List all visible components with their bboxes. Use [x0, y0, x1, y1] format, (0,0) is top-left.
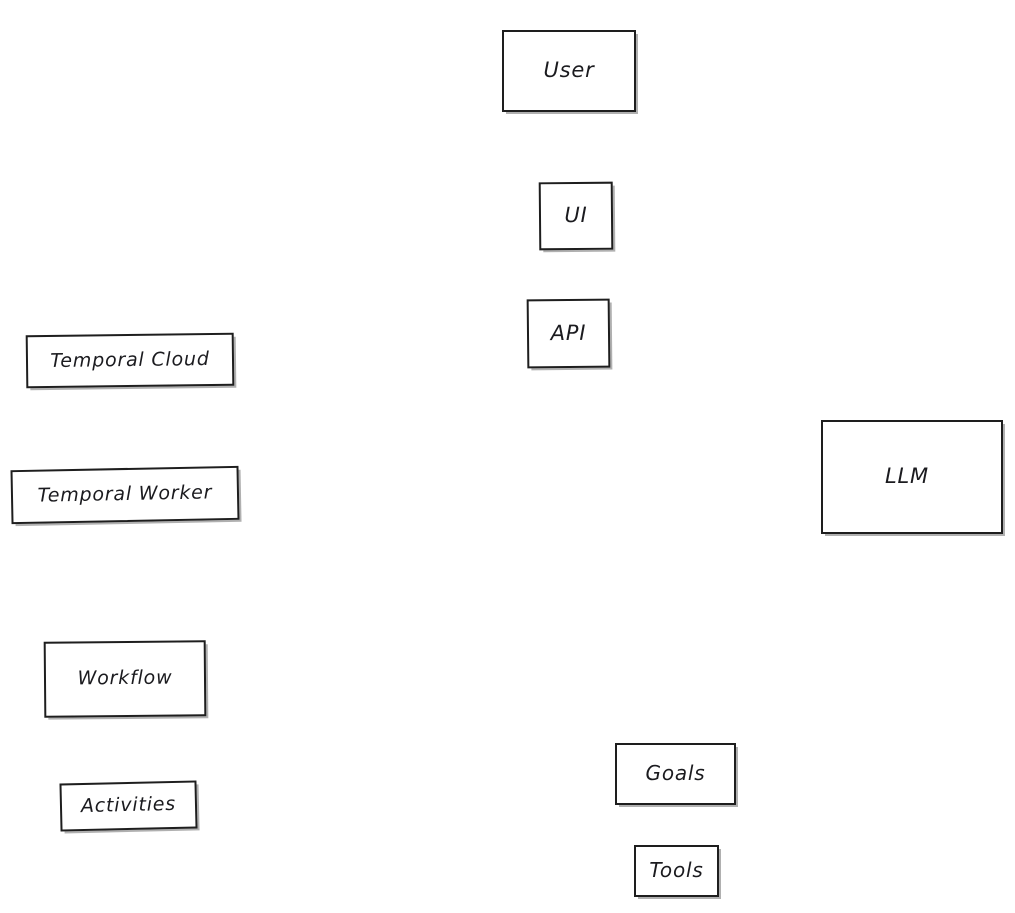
node-label: Temporal Worker	[37, 481, 213, 507]
node-label: Temporal Cloud	[50, 347, 210, 372]
diagram-node-workflow[interactable]: Workflow	[43, 640, 207, 718]
diagram-node-activities[interactable]: Activities	[59, 780, 198, 832]
node-label: API	[550, 320, 587, 345]
node-label: LLM	[885, 464, 929, 488]
diagram-node-ui[interactable]: UI	[538, 181, 614, 251]
node-label: User	[543, 58, 595, 82]
node-label: UI	[564, 202, 588, 228]
diagram-node-api[interactable]: API	[526, 298, 611, 369]
top-caption-text: · · · · · · · · · · · · · · · · · · · · …	[0, 0, 1015, 4]
diagram-node-goals[interactable]: Goals	[615, 743, 736, 805]
diagram-node-tools[interactable]: Tools	[634, 845, 719, 897]
node-label: Workflow	[77, 666, 173, 690]
diagram-node-temporal-cloud[interactable]: Temporal Cloud	[25, 332, 235, 389]
diagram-node-temporal-worker[interactable]: Temporal Worker	[10, 465, 240, 525]
diagram-node-user[interactable]: User	[502, 30, 636, 112]
node-label: Tools	[649, 858, 704, 882]
node-label: Activities	[80, 792, 177, 818]
node-label: Goals	[645, 761, 706, 785]
diagram-node-llm[interactable]: LLM	[821, 420, 1003, 534]
